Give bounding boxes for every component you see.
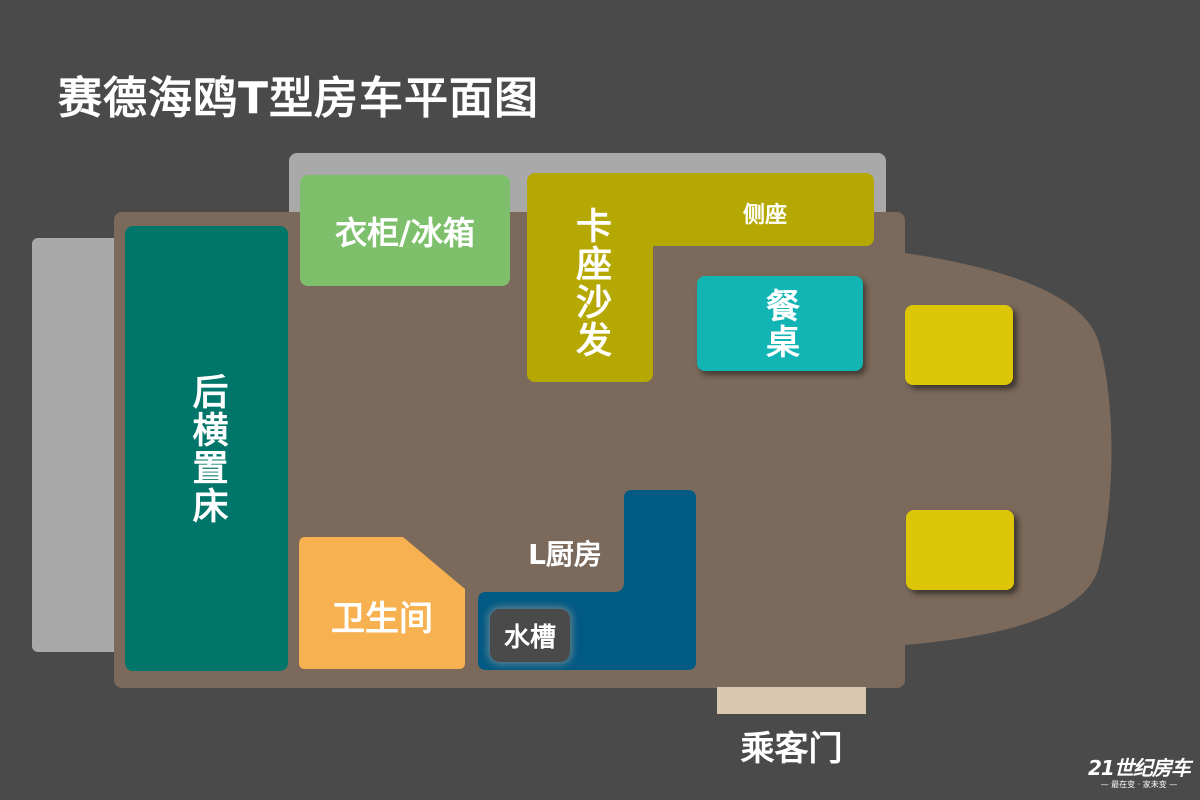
page-title: 赛德海鸥T型房车平面图 [58,73,540,124]
l-kitchen-label-wrap: L厨房 [510,530,620,575]
passenger-door-label-wrap: 乘客门 [717,720,866,770]
side-seat-label-wrap: 侧座 [700,190,830,235]
dining-table-label: 餐桌 [759,287,800,360]
bathroom [299,537,465,669]
wardrobe-fridge: 衣柜/冰箱 [300,175,510,286]
brand-logo-slogan: — 最在变 · 家未变 — [1100,780,1178,789]
booth-sofa-label: 卡座沙发 [570,207,611,359]
rear-bed: 后横置床 [125,226,288,671]
side-seat-label: 侧座 [742,202,787,228]
rear-bed-label: 后横置床 [186,372,228,525]
dining-table: 餐桌 [697,276,863,371]
bathroom-label-wrap: 卫生间 [297,580,467,650]
brand-logo-text: 21世纪房车 [1088,756,1191,780]
sink: 水槽 [490,609,570,662]
sink-label: 水槽 [503,623,556,653]
wardrobe-fridge-label: 衣柜/冰箱 [335,213,475,252]
brand-logo: 21世纪房车 — 最在变 · 家未变 — [1088,752,1191,790]
side-seat [620,173,874,246]
booth-sofa-label-wrap: 卡座沙发 [527,198,653,368]
l-kitchen-label: L厨房 [528,537,602,571]
passenger-front-seat [905,305,1013,385]
driver-cab [860,240,1112,650]
driver-seat [906,510,1014,590]
rear-cover [32,238,127,652]
passenger-door-label: 乘客门 [740,728,843,769]
bathroom-label: 卫生间 [331,598,433,639]
passenger-door [717,687,866,714]
